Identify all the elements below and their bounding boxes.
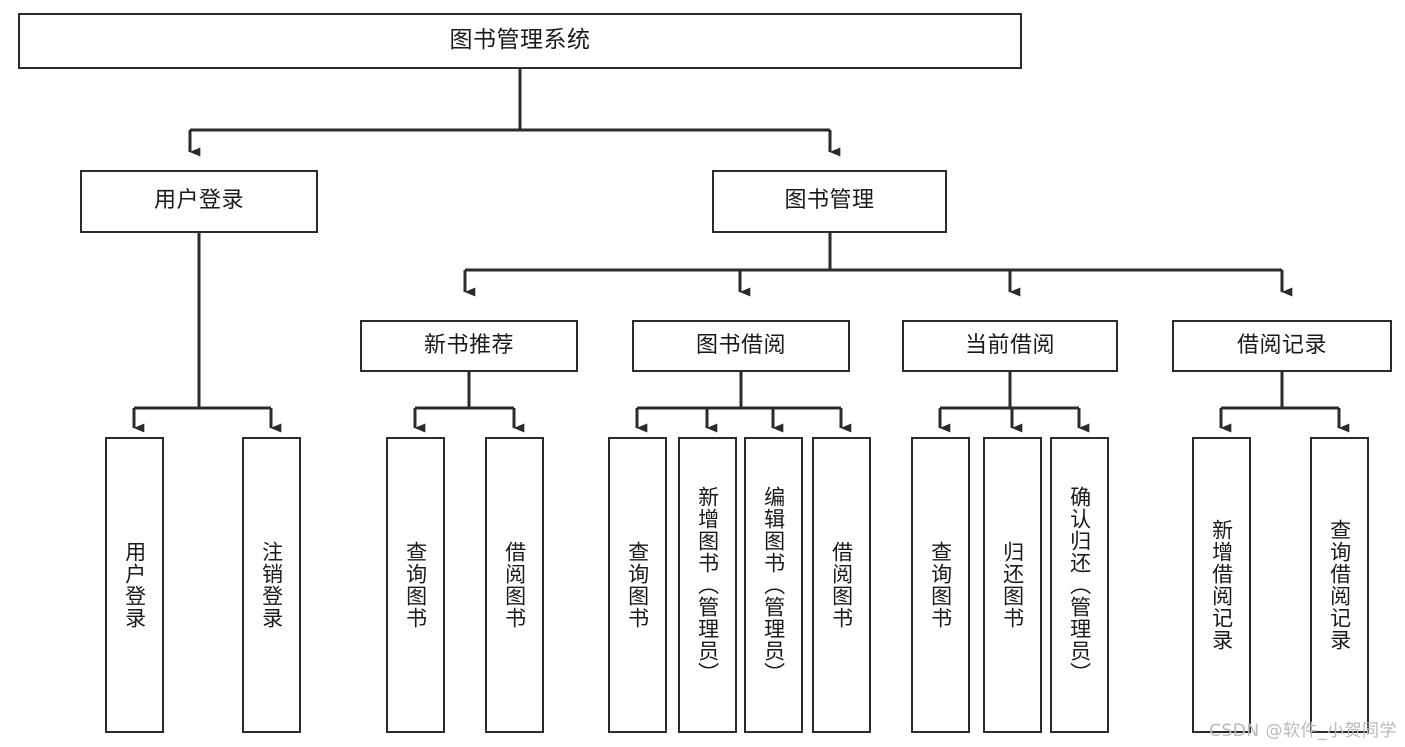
node-borrow-records-label: 借阅记录 (1236, 332, 1327, 358)
leaf-confirm-return-admin-label: 确认归还（管理员） (1067, 486, 1092, 684)
node-root[interactable]: 图书管理系统 (18, 13, 1022, 69)
leaf-query-borrow-record-label: 查询借阅记录 (1327, 519, 1352, 651)
leaf-add-book-admin[interactable]: 新增图书（管理员） (678, 437, 737, 733)
leaf-add-borrow-record[interactable]: 新增借阅记录 (1192, 437, 1251, 733)
node-borrow-records[interactable]: 借阅记录 (1172, 320, 1392, 372)
node-user-login[interactable]: 用户登录 (80, 170, 318, 233)
leaf-query-books-recommend[interactable]: 查询图书 (386, 437, 445, 733)
leaf-edit-book-admin[interactable]: 编辑图书（管理员） (744, 437, 803, 733)
leaf-borrow-book[interactable]: 借阅图书 (812, 437, 871, 733)
leaf-logout[interactable]: 注销登录 (242, 437, 301, 733)
leaf-return-book[interactable]: 归还图书 (983, 437, 1042, 733)
leaf-borrow-book-label: 借阅图书 (829, 541, 854, 629)
connector-records-to-leaves (1219, 372, 1350, 433)
node-root-label: 图书管理系统 (449, 27, 591, 54)
leaf-query-books-borrow[interactable]: 查询图书 (608, 437, 667, 733)
connector-login-to-leaves (132, 233, 282, 433)
leaf-query-books-borrow-label: 查询图书 (625, 541, 650, 629)
connector-borrow-to-leaves (635, 372, 852, 433)
node-book-management-label: 图书管理 (784, 188, 875, 214)
leaf-query-borrow-record[interactable]: 查询借阅记录 (1310, 437, 1369, 733)
leaf-query-books-current-label: 查询图书 (928, 541, 953, 629)
node-new-book-recommend[interactable]: 新书推荐 (360, 320, 578, 372)
connector-newbooks-to-leaves (413, 372, 525, 433)
node-current-borrow-label: 当前借阅 (964, 332, 1055, 358)
leaf-user-login[interactable]: 用户登录 (105, 437, 164, 733)
leaf-logout-label: 注销登录 (259, 541, 284, 629)
leaf-add-book-admin-label: 新增图书（管理员） (695, 486, 720, 684)
node-user-login-label: 用户登录 (153, 188, 244, 214)
connector-books-to-level3 (463, 233, 1293, 297)
node-new-book-recommend-label: 新书推荐 (423, 332, 514, 358)
leaf-user-login-label: 用户登录 (122, 541, 147, 629)
leaf-borrow-books-recommend[interactable]: 借阅图书 (485, 437, 544, 733)
leaf-query-books-recommend-label: 查询图书 (403, 541, 428, 629)
leaf-edit-book-admin-label: 编辑图书（管理员） (761, 486, 786, 684)
leaf-borrow-books-recommend-label: 借阅图书 (502, 541, 527, 629)
node-book-management[interactable]: 图书管理 (712, 170, 947, 233)
node-current-borrow[interactable]: 当前借阅 (902, 320, 1118, 372)
connector-current-to-leaves (938, 372, 1090, 433)
leaf-confirm-return-admin[interactable]: 确认归还（管理员） (1050, 437, 1109, 733)
leaf-query-books-current[interactable]: 查询图书 (911, 437, 970, 733)
node-book-borrow-label: 图书借阅 (695, 332, 786, 358)
leaf-return-book-label: 归还图书 (1000, 541, 1025, 629)
node-book-borrow[interactable]: 图书借阅 (632, 320, 850, 372)
leaf-add-borrow-record-label: 新增借阅记录 (1209, 519, 1234, 651)
connector-root-to-level2 (188, 69, 841, 157)
